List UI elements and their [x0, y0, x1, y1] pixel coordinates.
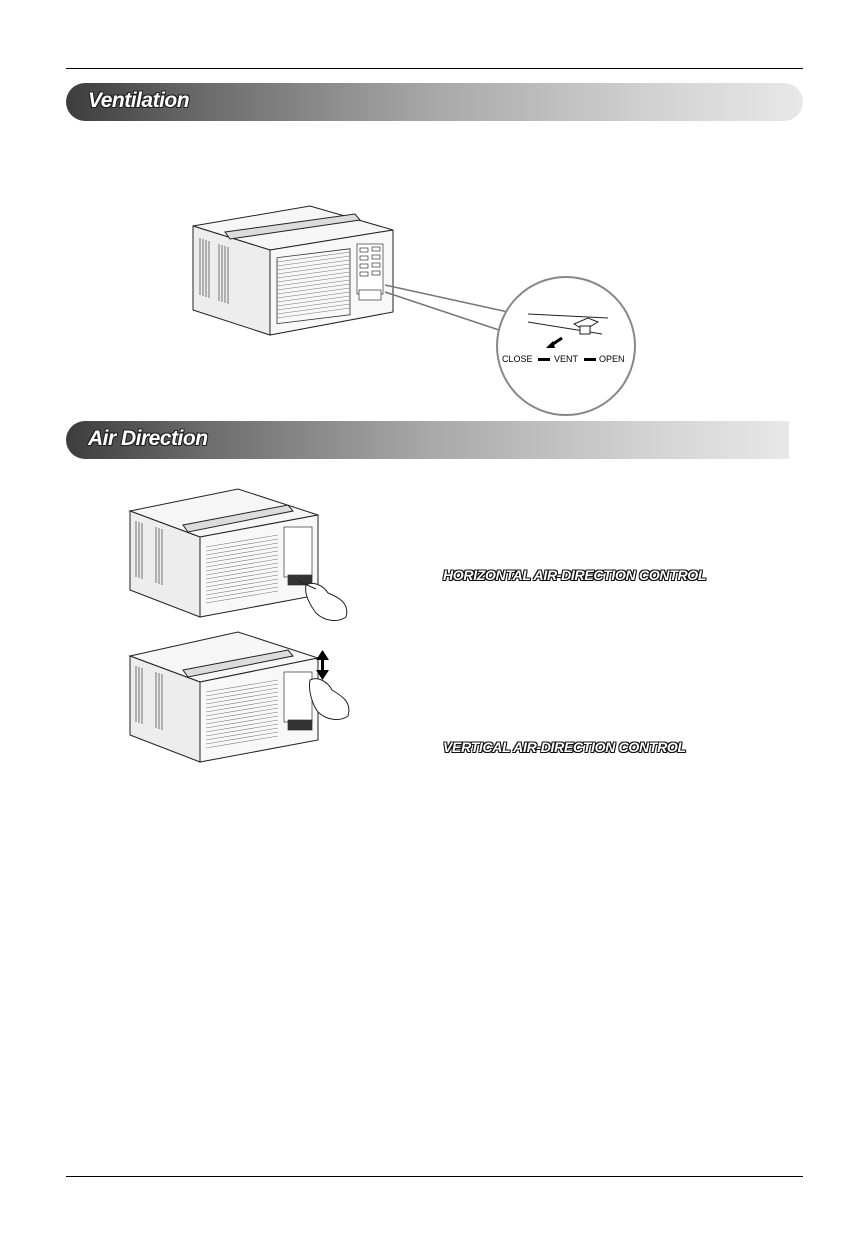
vent-close-marker — [538, 358, 550, 361]
vertical-control-illustration — [128, 628, 358, 768]
vertical-air-direction-caption: VERTICAL AIR-DIRECTION CONTROL — [443, 739, 686, 755]
ventilation-title: Ventilation — [88, 89, 189, 113]
air-direction-title: Air Direction — [88, 427, 208, 451]
vent-close-label: CLOSE — [502, 354, 533, 364]
vent-lever-icon — [498, 278, 634, 414]
horizontal-air-direction-caption: HORIZONTAL AIR-DIRECTION CONTROL — [443, 567, 706, 583]
footer-rule — [66, 1176, 803, 1177]
ventilation-section-banner: Ventilation — [66, 83, 803, 121]
horizontal-control-illustration — [128, 485, 358, 625]
air-direction-section-banner: Air Direction — [66, 421, 789, 459]
ventilation-ac-unit-illustration — [185, 200, 405, 340]
vent-open-marker — [584, 358, 596, 361]
vent-open-label: OPEN — [599, 354, 625, 364]
header-rule — [66, 68, 803, 69]
vent-lever-detail-circle: CLOSE VENT OPEN — [496, 276, 636, 416]
vent-vent-label: VENT — [554, 354, 578, 364]
